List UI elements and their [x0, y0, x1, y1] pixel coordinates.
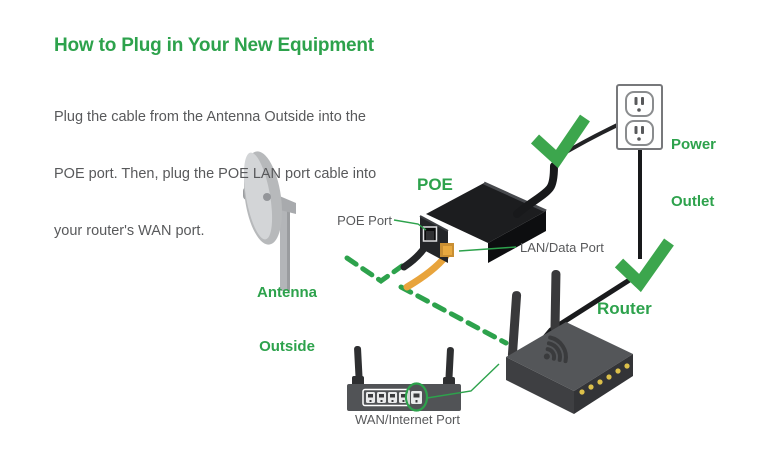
lan-data-port-label: LAN/Data Port: [520, 240, 604, 255]
instructions-line: Plug the cable from the Antenna Outside …: [54, 109, 366, 125]
instructions-line: POE port. Then, plug the POE LAN port ca…: [54, 166, 377, 182]
antenna-to-poe-dashed-cable: [344, 255, 405, 285]
router-antenna: [550, 270, 561, 333]
lan-ports: [366, 392, 408, 403]
poe-port-pointer-line: [393, 219, 427, 231]
satellite-dish-icon: [243, 151, 296, 291]
antenna-outside-label: Antenna Outside: [257, 284, 317, 355]
page-title: How to Plug in Your New Equipment: [54, 35, 374, 56]
wifi-signal-icon: [543, 335, 568, 364]
wan-port-circle: [404, 382, 429, 412]
poe-to-router-dashed-cable: [398, 284, 509, 346]
poe-power-cord: [513, 162, 558, 218]
router-antenna: [507, 291, 522, 359]
lan-port-pointer-line: [458, 246, 517, 252]
router-label: Router: [597, 299, 652, 318]
instructions-line: your router's WAN port.: [54, 223, 205, 239]
instructions-text: Plug the cable from the Antenna Outside …: [54, 70, 376, 279]
router-back-panel-icon: [347, 345, 500, 412]
wifi-router-icon: [506, 270, 633, 414]
check-icon: [614, 238, 674, 293]
power-outlet-icon: [616, 84, 663, 259]
power-outlet-label: Power Outlet: [671, 136, 717, 210]
poe-adapter-icon: [400, 119, 628, 291]
wan-pointer-line: [426, 363, 500, 399]
poe-label: POE: [417, 175, 453, 194]
wan-port: [411, 391, 422, 404]
check-icon: [530, 114, 590, 169]
poe-port-label: POE Port: [337, 213, 392, 228]
wan-internet-port-label: WAN/Internet Port: [355, 412, 460, 427]
